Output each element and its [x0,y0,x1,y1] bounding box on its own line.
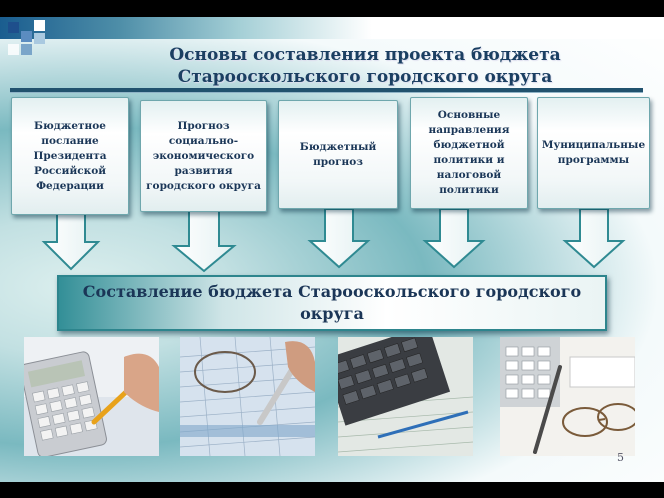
arrow-down-3 [307,208,371,269]
header-band [0,17,664,39]
title-line-1: Основы составления проекта бюджета [169,45,561,65]
arrow-down-1 [41,206,101,271]
calculator-and-pen-photo [24,337,159,456]
arrow-down-5 [562,208,626,269]
page-number: 5 [617,451,624,464]
decor-square [34,33,45,44]
calculator-keys-photo [338,337,473,456]
source-label: Основные направления бюджетной политики … [428,109,510,196]
source-box-budget-tax-policy: Основные направления бюджетной политики … [410,97,528,209]
calculator-glasses-photo [500,337,635,456]
decor-square [21,31,32,42]
pen-and-spreadsheet-photo [180,337,315,456]
result-box-budget-compilation: Составление бюджета Старооскольского гор… [57,275,607,331]
title-line-2: Старооскольского городского округа [177,67,553,87]
result-label: Составление бюджета Старооскольского гор… [82,282,582,323]
source-box-budget-forecast: Бюджетный прогноз [278,100,398,209]
slide: Основы составления проекта бюджета Старо… [0,17,664,482]
decor-square [8,44,19,55]
slide-title: Основы составления проекта бюджета Старо… [100,44,630,88]
source-label: Прогноз социально- экономического развит… [146,119,261,192]
title-underline [10,88,643,93]
decor-square [8,22,19,33]
source-box-socioeconomic-forecast: Прогноз социально- экономического развит… [140,100,267,212]
source-box-municipal-programs: Муниципальные программы [537,97,650,209]
arrow-down-4 [422,208,486,269]
flow-arrows [41,200,626,273]
source-box-president-address: Бюджетное послание Президента Российской… [11,97,129,215]
decor-square [21,44,32,55]
source-label: Муниципальные программы [541,139,646,166]
source-label: Бюджетное послание Президента Российской… [33,119,107,192]
decor-square [34,20,45,31]
source-label: Бюджетный прогноз [299,140,377,168]
